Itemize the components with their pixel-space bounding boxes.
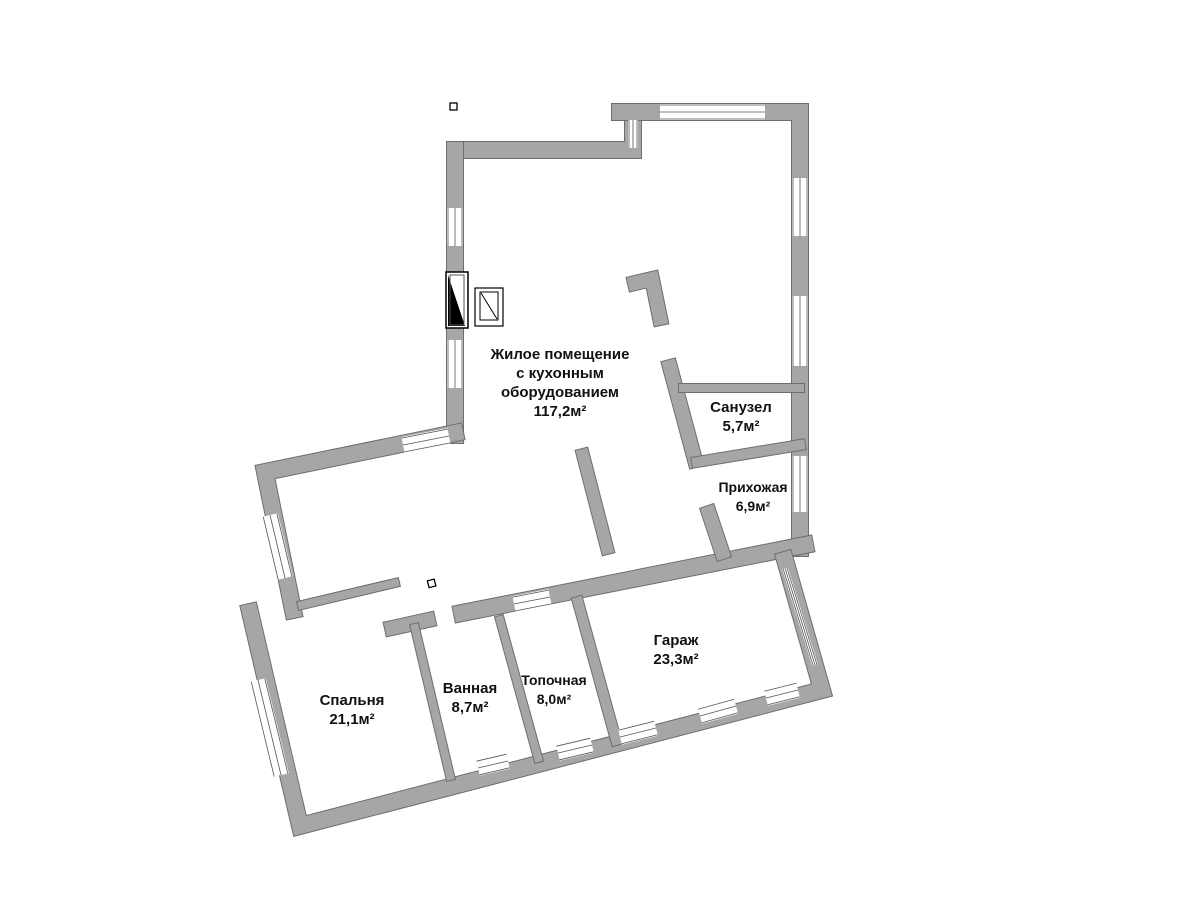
window-pane-line (784, 567, 816, 666)
wall (575, 447, 615, 556)
window-pane-line (402, 435, 450, 446)
room-label-garage: Гараж 23,3м² (653, 631, 698, 669)
room-area: 8,0м² (536, 691, 572, 707)
column-marker-icon (449, 102, 458, 111)
window-pane-line (512, 589, 549, 598)
window-pane-line (250, 681, 275, 777)
stove-icon (474, 287, 504, 327)
wall (691, 439, 806, 468)
room-area: 117,2м² (533, 403, 587, 420)
room-area: 5,7м² (722, 418, 760, 435)
window-pane-line (269, 514, 286, 579)
window-pane-line (559, 751, 594, 761)
window-pane-line (619, 727, 657, 738)
window-pane-line (782, 568, 814, 666)
room-name: Гараж (653, 632, 699, 649)
wall (700, 504, 731, 561)
room-area: 21,1м² (329, 711, 375, 728)
fireplace-icon (445, 271, 469, 329)
room-name: Жилое помещение (490, 346, 630, 363)
room-label-bedroom: Спальня 21,1м² (320, 691, 385, 729)
window-pane-line (557, 744, 593, 754)
window-pane-line (767, 696, 800, 706)
window-pane-line (765, 689, 799, 699)
window-pane-line (404, 442, 451, 453)
window-pane-line (264, 678, 289, 774)
wall (447, 114, 641, 158)
window-pane-line (477, 760, 509, 769)
column-marker-icon (426, 578, 437, 589)
wall (452, 535, 815, 623)
wall (297, 578, 400, 610)
window-pane-line (618, 720, 655, 731)
window-pane-line (764, 682, 797, 692)
room-name: Прихожая (718, 479, 788, 495)
window-pane-line (276, 513, 293, 577)
window-pane-line (479, 767, 510, 776)
window-pane-line (699, 705, 737, 717)
wall (626, 270, 669, 327)
room-area: 23,3м² (653, 651, 699, 668)
wall (661, 358, 704, 469)
window-pane-line (698, 698, 735, 710)
window-pane-line (515, 603, 552, 612)
window-pane-line (476, 753, 507, 762)
room-name: с кухонным (516, 365, 604, 382)
window-pane-line (262, 516, 279, 580)
window-pane-line (556, 737, 591, 747)
window-pane-line (621, 734, 658, 745)
room-label-boiler: Топочная 8,0м² (521, 671, 586, 709)
room-name: оборудованием (500, 384, 620, 401)
room-label-living: Жилое помещение с кухонным оборудованием… (491, 345, 630, 421)
window-pane-line (257, 679, 282, 776)
window-pane-line (513, 596, 551, 605)
room-name: Топочная (521, 672, 587, 688)
room-name: Санузел (710, 399, 772, 416)
window-pane-line (401, 428, 448, 439)
room-label-bathroom-wc: Санузел 5,7м² (710, 398, 772, 436)
room-area: 8,7м² (451, 699, 489, 716)
room-name: Спальня (319, 692, 385, 709)
wall (383, 611, 437, 637)
wall (255, 423, 465, 620)
wall (410, 623, 455, 781)
window-pane-line (786, 567, 818, 665)
window-pane-line (701, 712, 738, 724)
room-area: 6,9м² (735, 498, 771, 514)
room-label-hallway: Прихожая 6,9м² (718, 478, 787, 516)
wall (571, 595, 623, 747)
room-name: Ванная (442, 680, 498, 697)
wall (495, 615, 543, 763)
room-label-bath: Ванная 8,7м² (443, 679, 497, 717)
